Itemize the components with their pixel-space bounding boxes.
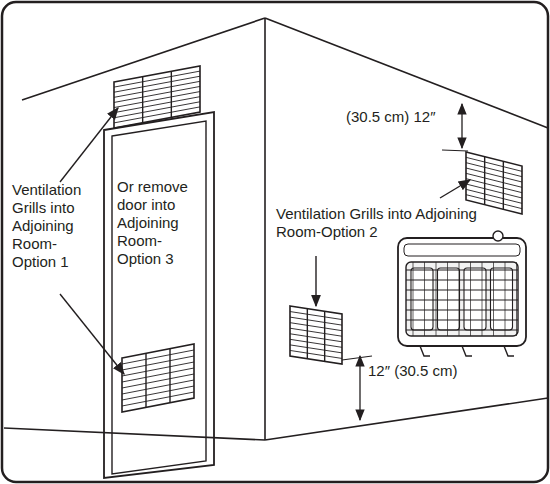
grill-top-left xyxy=(114,66,200,128)
floor-line-left xyxy=(4,428,265,440)
leader-arrow xyxy=(440,180,470,198)
callout-label: Ventilation Grills into Adjoining Room- … xyxy=(12,181,94,271)
door-label: Or remove door into Adjoining Room- Opti… xyxy=(117,178,199,268)
dimension-label: (30.5 cm) 12″ xyxy=(346,108,458,126)
leader-arrow xyxy=(60,108,118,182)
grill-door xyxy=(122,344,194,412)
wall-heater xyxy=(398,231,526,356)
extension-line xyxy=(342,356,372,360)
ceiling-line-right xyxy=(265,18,548,128)
leader-arrow xyxy=(60,294,124,374)
callout-label: Ventilation Grills into Adjoining Room-O… xyxy=(276,205,511,241)
extension-line xyxy=(442,150,468,151)
dimension-label: 12″ (30.5 cm) xyxy=(368,362,498,380)
door: Or remove door into Adjoining Room- Opti… xyxy=(100,108,220,484)
dimension-arrow xyxy=(461,104,462,148)
door-outline xyxy=(100,108,220,484)
grill-right-bottom xyxy=(290,306,342,364)
wall-corner xyxy=(264,18,266,440)
grill-right-top xyxy=(466,152,522,214)
floor-line-right xyxy=(265,398,548,440)
dimension-arrow xyxy=(359,356,360,420)
leader-arrow xyxy=(315,256,316,306)
